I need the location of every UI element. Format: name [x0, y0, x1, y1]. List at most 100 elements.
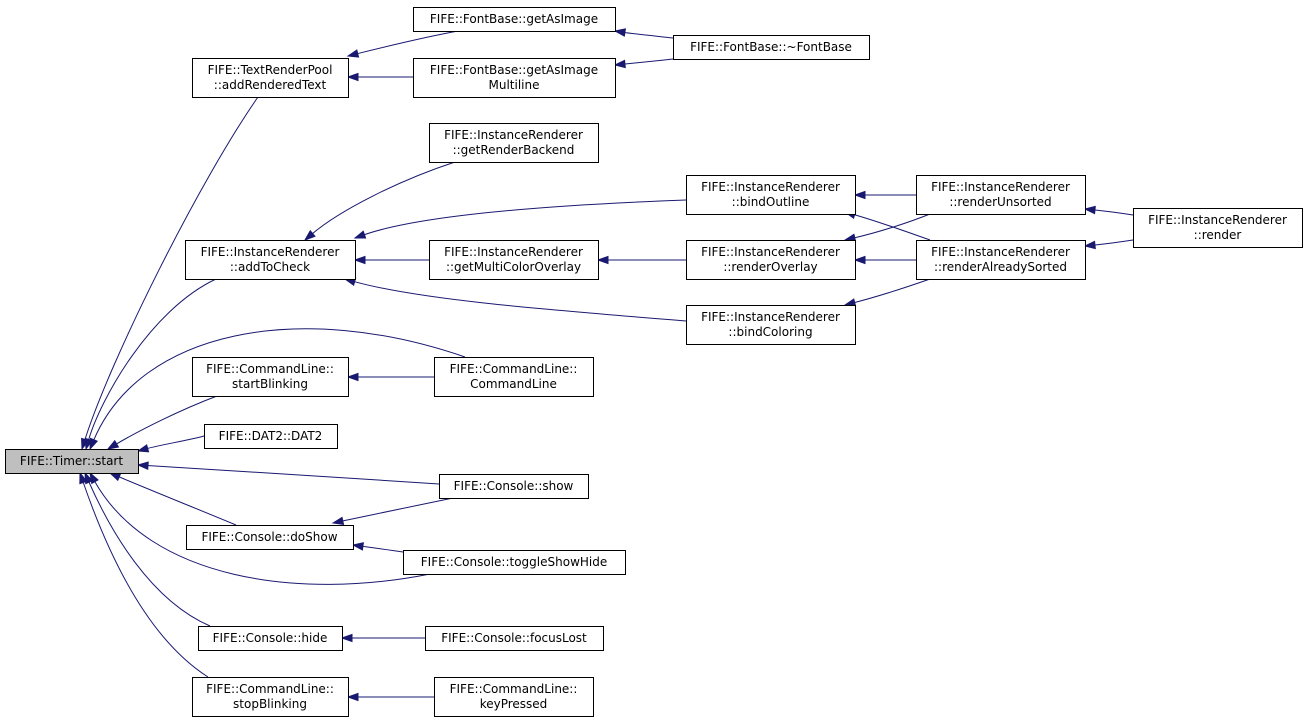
node-ir-render[interactable]: FIFE::InstanceRenderer::render	[1133, 208, 1303, 248]
node-dat2-ctor[interactable]: FIFE::DAT2::DAT2	[204, 424, 338, 449]
node-label: FIFE::InstanceRenderer	[701, 245, 840, 259]
node-label: FIFE::TextRenderPool	[208, 63, 333, 77]
edge-cl_ctor-to-timer_start	[89, 328, 466, 451]
node-label: keyPressed	[480, 697, 548, 711]
node-label: FIFE::CommandLine::	[206, 682, 334, 696]
edge-ir_renderunsorted-to-ir_renderoverlay	[843, 213, 931, 242]
node-label: FIFE::Timer::start	[20, 454, 123, 468]
arrowhead	[346, 372, 359, 382]
node-label: Multiline	[489, 78, 540, 92]
arrowhead	[340, 633, 353, 643]
edge-cl_stopblink-to-timer_start	[79, 471, 209, 678]
node-fb-dtor[interactable]: FIFE::FontBase::~FontBase	[673, 35, 870, 60]
arrowhead	[331, 516, 345, 526]
edge-fb_getasimage_ml-to-trp_add	[346, 72, 414, 82]
edge-dat2_ctor-to-timer_start	[136, 435, 205, 453]
node-label: ::render	[1194, 228, 1242, 242]
arrowhead	[1083, 205, 1096, 215]
edge-con_toggle-to-con_doshow	[351, 542, 404, 553]
node-label: FIFE::FontBase::getAsImage	[430, 12, 598, 26]
arrowhead	[853, 255, 866, 265]
edges-layer	[79, 28, 1134, 702]
node-ir-renderoverlay[interactable]: FIFE::InstanceRenderer::renderOverlay	[686, 240, 856, 280]
arrowhead	[351, 542, 364, 551]
arrowhead	[346, 49, 360, 58]
edge-ir_renderoverlay-to-ir_getmulticolor	[596, 255, 686, 265]
edge-ir_getbackend-to-ir_addtocheck	[303, 161, 456, 241]
node-label: FIFE::InstanceRenderer	[931, 180, 1070, 194]
node-label: ::renderOverlay	[723, 260, 817, 274]
edge-con_focuslost-to-con_hide	[340, 633, 426, 643]
node-con-doshow[interactable]: FIFE::Console::doShow	[186, 525, 354, 550]
node-label: ::bindColoring	[728, 325, 812, 339]
node-label: ::bindOutline	[732, 195, 810, 209]
node-label: FIFE::InstanceRenderer	[1148, 213, 1287, 227]
edge-con_doshow-to-timer_start	[108, 472, 237, 526]
arrowhead	[843, 298, 857, 307]
node-cl-startblink[interactable]: FIFE::CommandLine::startBlinking	[192, 357, 349, 397]
node-ir-getmulticolor[interactable]: FIFE::InstanceRenderer::getMultiColorOve…	[429, 240, 599, 280]
arrowhead	[596, 255, 609, 265]
node-label: FIFE::CommandLine::	[206, 362, 334, 376]
arrowhead	[106, 439, 120, 450]
node-cl-keypressed[interactable]: FIFE::CommandLine::keyPressed	[434, 677, 594, 717]
node-label: FIFE::DAT2::DAT2	[219, 429, 323, 443]
arrowhead	[108, 472, 122, 482]
node-label: FIFE::Console::toggleShowHide	[421, 555, 607, 569]
node-label: FIFE::InstanceRenderer	[444, 245, 583, 259]
edge-cl_startblink-to-timer_start	[106, 395, 218, 450]
edge-ir_bindcoloring-to-ir_addtocheck	[343, 277, 687, 322]
node-label: FIFE::InstanceRenderer	[701, 180, 840, 194]
node-cl-ctor[interactable]: FIFE::CommandLine::CommandLine	[434, 357, 594, 397]
node-con-toggle[interactable]: FIFE::Console::toggleShowHide	[403, 550, 626, 575]
node-label: ::renderUnsorted	[949, 195, 1051, 209]
node-fb-getasimage[interactable]: FIFE::FontBase::getAsImage	[413, 7, 616, 32]
edge-ir_renderalready-to-ir_bindcoloring	[843, 278, 931, 307]
node-label: FIFE::CommandLine::	[450, 362, 578, 376]
edge-ir_renderunsorted-to-ir_bindoutline	[853, 190, 916, 200]
node-label: FIFE::InstanceRenderer	[931, 245, 1070, 259]
node-ir-getbackend[interactable]: FIFE::InstanceRenderer::getRenderBackend	[429, 123, 599, 163]
edge-ir_getmulticolor-to-ir_addtocheck	[353, 255, 429, 265]
node-label: ::addToCheck	[230, 260, 310, 274]
node-label: FIFE::Console::doShow	[201, 530, 337, 544]
node-label: ::addRenderedText	[214, 78, 327, 92]
node-trp-add[interactable]: FIFE::TextRenderPool::addRenderedText	[192, 58, 349, 98]
edge-cl_ctor-to-cl_startblink	[346, 372, 434, 382]
node-label: ::getMultiColorOverlay	[446, 260, 581, 274]
edge-ir_renderalready-to-ir_renderoverlay	[853, 255, 916, 265]
node-cl-stopblink[interactable]: FIFE::CommandLine::stopBlinking	[192, 677, 349, 717]
arrowhead	[1083, 240, 1096, 250]
node-label: stopBlinking	[233, 697, 307, 711]
node-ir-renderalready[interactable]: FIFE::InstanceRenderer::renderAlreadySor…	[916, 240, 1086, 280]
node-label: startBlinking	[232, 377, 308, 391]
arrowhead	[136, 461, 149, 470]
edge-ir_renderalready-to-ir_bindoutline	[843, 210, 931, 241]
edge-ir_render-to-ir_renderalready	[1083, 239, 1134, 250]
node-ir-bindoutline[interactable]: FIFE::InstanceRenderer::bindOutline	[686, 175, 856, 215]
edge-ir_bindoutline-to-ir_addtocheck	[353, 199, 687, 239]
arrowhead	[303, 229, 316, 241]
node-label: FIFE::CommandLine::	[450, 682, 578, 696]
arrowhead	[613, 28, 627, 37]
node-label: ::renderAlreadySorted	[934, 260, 1067, 274]
node-label: FIFE::InstanceRenderer	[701, 310, 840, 324]
node-con-hide[interactable]: FIFE::Console::hide	[198, 626, 343, 651]
node-label: FIFE::InstanceRenderer	[444, 128, 583, 142]
edge-ir_render-to-ir_renderunsorted	[1083, 205, 1134, 216]
node-label: FIFE::FontBase::getAsImage	[430, 63, 598, 77]
node-ir-addtocheck[interactable]: FIFE::InstanceRenderer::addToCheck	[185, 240, 356, 280]
node-ir-bindcoloring[interactable]: FIFE::InstanceRenderer::bindColoring	[686, 305, 856, 345]
node-ir-renderunsorted[interactable]: FIFE::InstanceRenderer::renderUnsorted	[916, 175, 1086, 215]
node-con-focuslost[interactable]: FIFE::Console::focusLost	[425, 626, 604, 651]
node-timer-start[interactable]: FIFE::Timer::start	[5, 449, 139, 474]
node-label: FIFE::Console::hide	[213, 631, 328, 645]
edge-cl_keypressed-to-cl_stopblink	[346, 692, 435, 702]
arrowhead	[89, 471, 99, 485]
node-con-show[interactable]: FIFE::Console::show	[439, 474, 589, 499]
node-label: FIFE::FontBase::~FontBase	[690, 40, 852, 54]
arrowhead	[79, 471, 88, 485]
arrowhead	[136, 444, 150, 453]
